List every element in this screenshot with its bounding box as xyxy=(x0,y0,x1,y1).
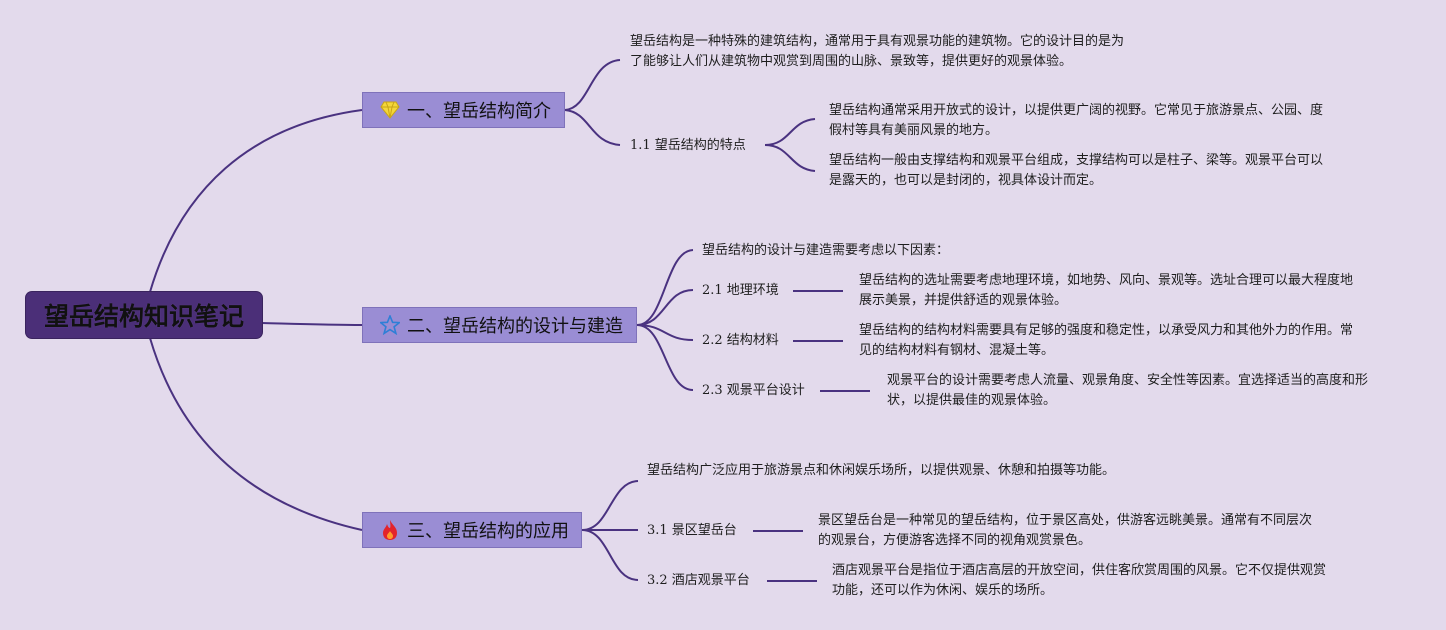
root-title: 望岳结构知识笔记 xyxy=(43,302,244,331)
sub-label[interactable]: 2.2 结构材料 xyxy=(702,333,779,348)
gem-icon xyxy=(379,99,401,121)
topic-intro[interactable]: 一、望岳结构简介 xyxy=(362,92,565,128)
root-node[interactable]: 望岳结构知识笔记 xyxy=(26,292,262,338)
note-text: 望岳结构的选址需要考虑地理环境，如地势、风向、景观等。选址合理可以最大程度地展示… xyxy=(859,273,1354,308)
topic-title: 一、望岳结构简介 xyxy=(407,101,551,122)
note-text: 观景平台的设计需要考虑人流量、观景角度、安全性等因素。宜选择适当的高度和形状，以… xyxy=(887,373,1369,408)
topic-title: 二、望岳结构的设计与建造 xyxy=(407,316,623,337)
sub-label[interactable]: 3.2 酒店观景平台 xyxy=(647,573,750,588)
connector-line xyxy=(793,340,843,342)
fire-icon xyxy=(379,519,401,541)
note-text: 望岳结构一般由支撑结构和观景平台组成，支撑结构可以是柱子、梁等。观景平台可以是露… xyxy=(829,153,1324,188)
star-icon xyxy=(379,314,401,336)
topic-design[interactable]: 二、望岳结构的设计与建造 xyxy=(362,307,637,343)
sub-label[interactable]: 2.3 观景平台设计 xyxy=(702,383,805,398)
sub-label[interactable]: 3.1 景区望岳台 xyxy=(647,523,737,538)
topic-title: 三、望岳结构的应用 xyxy=(407,521,569,542)
connector-line xyxy=(820,390,870,392)
connector-line xyxy=(793,290,843,292)
connector-line xyxy=(753,530,803,532)
topic-intro-text: 望岳结构的设计与建造需要考虑以下因素： xyxy=(702,243,950,258)
note-text: 景区望岳台是一种常见的望岳结构，位于景区高处，供游客远眺美景。通常有不同层次的观… xyxy=(818,513,1313,548)
note-text: 望岳结构的结构材料需要具有足够的强度和稳定性，以承受风力和其他外力的作用。常见的… xyxy=(859,323,1354,358)
topic-intro-text: 望岳结构是一种特殊的建筑结构，通常用于具有观景功能的建筑物。它的设计目的是为了能… xyxy=(630,34,1125,69)
connector-line xyxy=(767,580,817,582)
sub-label[interactable]: 1.1 望岳结构的特点 xyxy=(630,138,746,153)
topic-application[interactable]: 三、望岳结构的应用 xyxy=(362,512,582,548)
topic-intro-text: 望岳结构广泛应用于旅游景点和休闲娱乐场所，以提供观景、休憩和拍摄等功能。 xyxy=(647,463,1116,478)
note-text: 酒店观景平台是指位于酒店高层的开放空间，供住客欣赏周围的风景。它不仅提供观赏功能… xyxy=(832,563,1327,598)
sub-label[interactable]: 2.1 地理环境 xyxy=(702,283,779,298)
note-text: 望岳结构通常采用开放式的设计，以提供更广阔的视野。它常见于旅游景点、公园、度假村… xyxy=(829,103,1324,138)
